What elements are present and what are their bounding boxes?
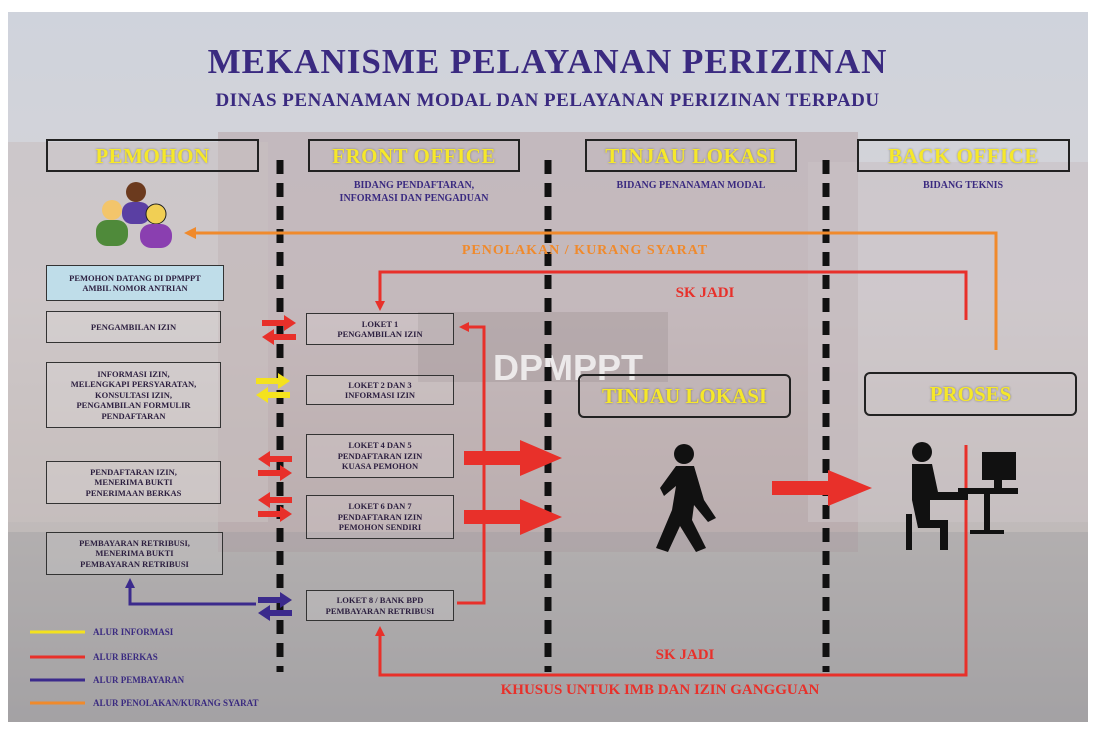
loket-4-5: LOKET 4 DAN 5 PENDAFTARAN IZIN KUASA PEM… [306, 434, 454, 478]
proses-box: PROSES [864, 372, 1077, 416]
legend-swatches [30, 630, 85, 705]
person-at-computer-icon [906, 442, 1018, 550]
pemohon-step-pendaftaran: PENDAFTARAN IZIN, MENERIMA BUKTI PENERIM… [46, 461, 221, 504]
column-header-tinjau-lokasi: TINJAU LOKASI [585, 139, 797, 172]
sk-jadi-top-line [375, 270, 968, 320]
legend-label-pembayaran: ALUR PEMBAYARAN [93, 675, 185, 685]
loket-6-7: LOKET 6 DAN 7 PENDAFTARAN IZIN PEMOHON S… [306, 495, 454, 539]
arrows-pendaftaran-sendiri [258, 492, 292, 522]
arrow-loket6-to-tinjau [464, 499, 562, 535]
legend-label-berkas: ALUR BERKAS [93, 652, 158, 662]
pemohon-step-datang: PEMOHON DATANG DI DPMPPT AMBIL NOMOR ANT… [46, 265, 224, 301]
sk-jadi-top-label: SK JADI [675, 285, 735, 301]
pemohon-step-pengambilan-izin: PENGAMBILAN IZIN [46, 311, 221, 343]
column-header-back-office: BACK OFFICE [857, 139, 1070, 172]
front-office-subtitle: BIDANG PENDAFTARAN, INFORMASI DAN PENGAD… [339, 180, 489, 204]
sk-jadi-bottom-line [375, 445, 968, 677]
column-header-front-office: FRONT OFFICE [308, 139, 520, 172]
loket-8: LOKET 8 / BANK BPD PEMBAYARAN RETRIBUSI [306, 590, 454, 621]
column-separators [276, 160, 830, 672]
walking-person-icon [656, 444, 716, 552]
arrows-pengambilan [262, 315, 296, 345]
khusus-label: KHUSUS UNTUK IMB DAN IZIN GANGGUAN [500, 682, 820, 698]
rejection-flow-line [184, 227, 998, 350]
column-header-pemohon: PEMOHON [46, 139, 259, 172]
arrows-pembayaran [125, 578, 292, 621]
loket-1: LOKET 1 PENGAMBILAN IZIN [306, 313, 454, 345]
legend-label-informasi: ALUR INFORMASI [93, 627, 174, 637]
arrows-pendaftaran-kuasa [258, 451, 292, 481]
page-subtitle: DINAS PENANAMAN MODAL DAN PELAYANAN PERI… [215, 90, 880, 111]
arrow-loket4-to-tinjau [464, 440, 562, 476]
back-office-subtitle: BIDANG TEKNIS [922, 180, 1004, 191]
penolakan-label: PENOLAKAN / KURANG SYARAT [461, 243, 709, 258]
pemohon-step-informasi: INFORMASI IZIN, MELENGKAPI PERSYARATAN, … [46, 362, 221, 428]
tinjau-lokasi-subtitle: BIDANG PENANAMAN MODAL [616, 180, 766, 191]
arrow-tinjau-to-proses [772, 470, 872, 506]
sk-jadi-bottom-label: SK JADI [655, 647, 715, 663]
building-sign: DPMPPT [492, 347, 643, 388]
legend-label-penolakan: ALUR PENOLAKAN/KURANG SYARAT [93, 698, 259, 708]
page-title: MEKANISME PELAYANAN PERIZINAN [207, 42, 888, 81]
payment-return-line [125, 578, 256, 606]
tinjau-lokasi-box: TINJAU LOKASI [578, 374, 791, 418]
loket-2-3: LOKET 2 DAN 3 INFORMASI IZIN [306, 375, 454, 405]
people-group-icon [96, 182, 172, 248]
arrows-informasi [256, 373, 290, 403]
pemohon-step-pembayaran: PEMBAYARAN RETRIBUSI, MENERIMA BUKTI PEM… [46, 532, 223, 575]
